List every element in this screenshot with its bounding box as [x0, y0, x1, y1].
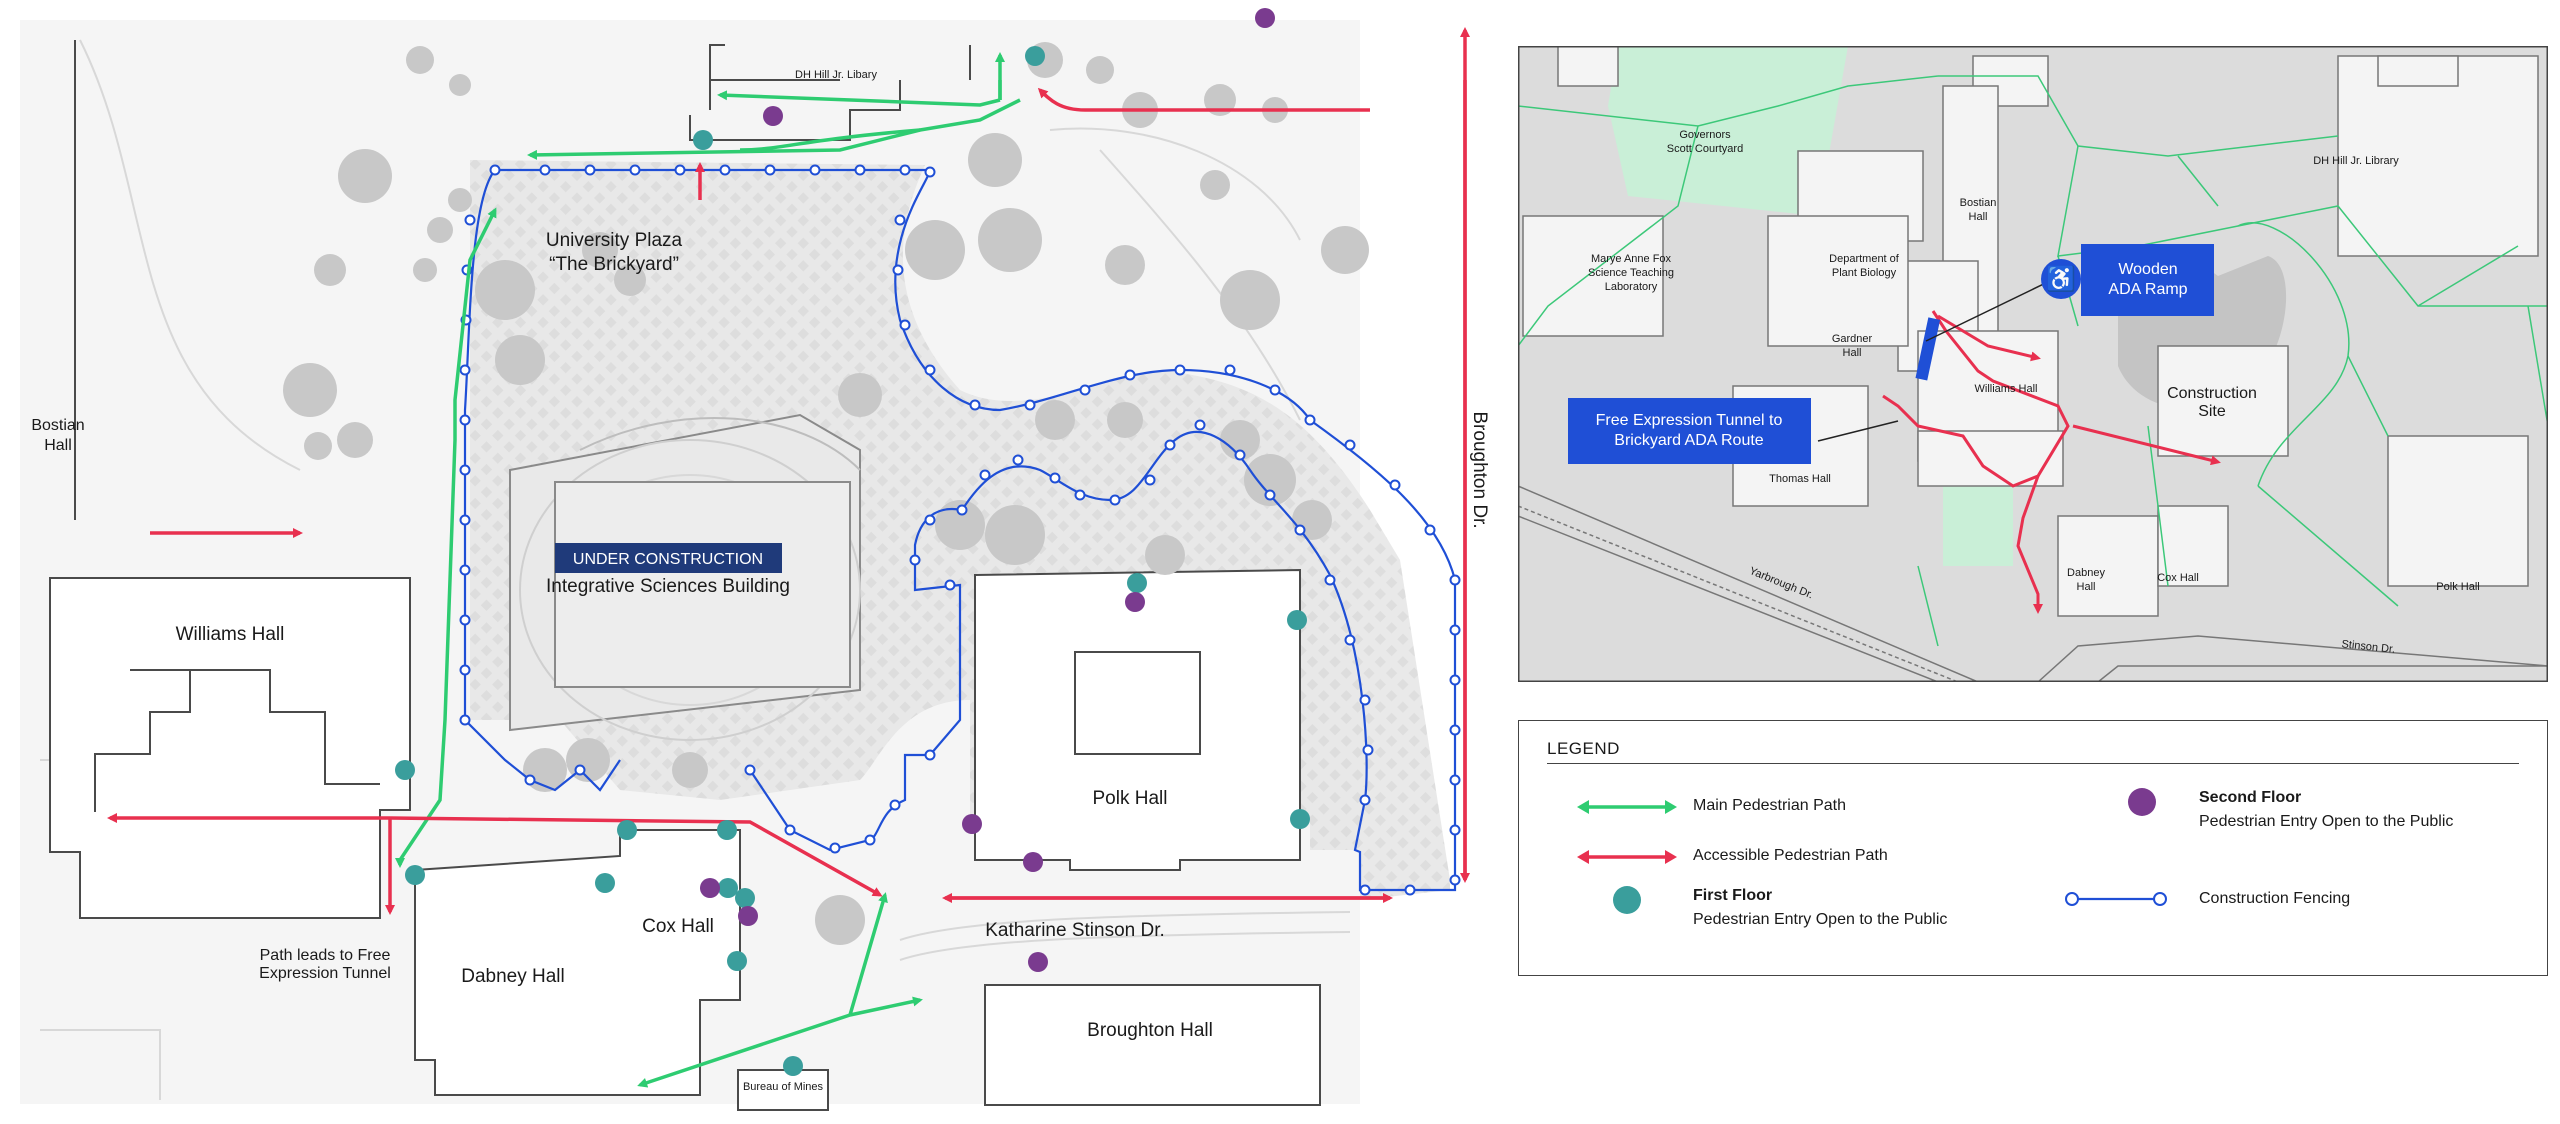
legend: LEGEND Main Pedestrian Path Accessible P… — [1518, 720, 2548, 976]
under-construction-banner — [555, 543, 782, 573]
tree-icon — [283, 42, 1369, 945]
first-floor-entry-dot — [395, 46, 1310, 1076]
bureau-of-mines-label: Bureau of Mines — [743, 1081, 824, 1093]
svg-text:♿: ♿ — [2046, 265, 2076, 293]
broughton-dr-label: Broughton Dr. — [1469, 411, 1490, 528]
inset-accessible-path — [1882, 310, 2221, 614]
tunnel-route-callout: Free Expression Tunnel to Brickyard ADA … — [1568, 398, 1811, 464]
governors-label-2: Scott Courtyard — [1667, 143, 1743, 155]
gardner-label-1: Gardner — [1832, 333, 1873, 345]
dh-hill-library — [689, 44, 971, 141]
polk-hall-label: Polk Hall — [1093, 788, 1168, 809]
construction-label-1: Construction — [2167, 385, 2257, 402]
legend-main-path: Main Pedestrian Path — [1693, 797, 1846, 814]
legend-title: LEGEND — [1547, 739, 1620, 758]
inset-map: Governors Scott Courtyard DH Hill Jr. Li… — [1518, 46, 2548, 682]
ada-ramp-callout: ♿ Wooden ADA Ramp — [2041, 244, 2214, 316]
marye-label-1: Marye Anne Fox — [1591, 253, 1672, 265]
accessible-path-swatch — [1577, 850, 1677, 864]
second-floor-entry-dot — [700, 8, 1275, 972]
bostian-label-line1: Bostian — [31, 417, 84, 434]
inset-bostian-label-2: Hall — [1969, 211, 1988, 223]
path-note-line2: Expression Tunnel — [259, 965, 391, 982]
katharine-stinson-dr-label: Katharine Stinson Dr. — [985, 920, 1165, 941]
inset-labels: Governors Scott Courtyard DH Hill Jr. Li… — [1588, 129, 2480, 656]
main-pedestrian-path — [395, 52, 1021, 1088]
building-footprints — [49, 568, 1321, 1111]
brickyard-label: “The Brickyard” — [549, 254, 679, 275]
inset-dabney-label-1: Dabney — [2067, 567, 2105, 579]
governors-label-1: Governors — [1679, 129, 1731, 141]
dabney-hall-label: Dabney Hall — [461, 966, 565, 987]
second-floor-swatch — [2128, 788, 2156, 816]
thomas-label: Thomas Hall — [1769, 473, 1831, 485]
dabney-hall — [414, 829, 741, 1096]
legend-first-floor-title: First Floor — [1693, 885, 1772, 907]
plant-bio-label-1: Department of — [1829, 253, 1900, 265]
inset-williams-label: Williams Hall — [1975, 383, 2038, 395]
construction-fencing-swatch — [2065, 892, 2167, 906]
bostian-label-line2: Hall — [44, 437, 72, 454]
ada-ramp-marker — [1915, 317, 1941, 381]
legend-divider — [1547, 763, 2519, 764]
legend-first-floor-title-text: First Floor — [1693, 887, 1773, 904]
bureau-of-mines — [737, 1069, 829, 1111]
inset-dh-hill-label: DH Hill Jr. Library — [2313, 155, 2399, 167]
marye-label-3: Laboratory — [1605, 281, 1658, 293]
university-plaza-label: University Plaza — [546, 230, 683, 251]
ada-ramp-callout-line2: ADA Ramp — [2108, 281, 2187, 298]
inset-roads — [1518, 485, 2548, 682]
broughton-hall-label: Broughton Hall — [1087, 1020, 1213, 1041]
inset-bostian-label-1: Bostian — [1960, 197, 1997, 209]
inset-polk-label: Polk Hall — [2436, 581, 2479, 593]
williams-hall — [49, 577, 411, 919]
legend-second-floor-title-text: Second Floor — [2199, 789, 2302, 806]
legend-second-floor-desc: Pedestrian Entry Open to the Public — [2199, 813, 2454, 830]
wheelchair-icon — [2041, 259, 2081, 299]
marye-label-2: Science Teaching — [1588, 267, 1674, 279]
gardner-label-2: Hall — [1843, 347, 1862, 359]
inset-cox-label: Cox Hall — [2157, 572, 2199, 584]
legend-second-floor-title: Second Floor — [2199, 787, 2301, 809]
background-paths — [40, 39, 1351, 1100]
broughton-hall — [984, 984, 1321, 1106]
governors-scott-courtyard — [1608, 46, 1848, 216]
main-path-swatch — [1577, 800, 1677, 814]
fence-post-markers — [459, 164, 1461, 896]
tunnel-callout-line1: Free Expression Tunnel to — [1596, 412, 1783, 429]
campus-map: UNDER CONSTRUCTION DH Hill Jr. Libary Un… — [31, 8, 1490, 1111]
path-note-line1: Path leads to Free — [260, 947, 391, 964]
williams-hall-label: Williams Hall — [176, 624, 285, 645]
accessible-path — [107, 27, 1470, 915]
stinson-label: Stinson Dr. — [2341, 638, 2396, 656]
first-floor-swatch — [1613, 886, 1641, 914]
ada-ramp-callout-line1: Wooden — [2118, 261, 2177, 278]
isb-label: Integrative Sciences Building — [546, 576, 790, 597]
legend-accessible-path: Accessible Pedestrian Path — [1693, 847, 1888, 864]
construction-label-2: Site — [2198, 403, 2226, 420]
legend-construction-fencing: Construction Fencing — [2199, 890, 2351, 907]
inset-dabney-label-2: Hall — [2077, 581, 2096, 593]
plant-bio-label-2: Plant Biology — [1832, 267, 1897, 279]
dh-hill-label: DH Hill Jr. Libary — [795, 69, 877, 81]
cox-hall-label: Cox Hall — [642, 916, 714, 937]
legend-first-floor-desc: Pedestrian Entry Open to the Public — [1693, 911, 1948, 928]
tunnel-callout-line2: Brickyard ADA Route — [1614, 432, 1764, 449]
under-construction-label: UNDER CONSTRUCTION — [573, 551, 763, 568]
